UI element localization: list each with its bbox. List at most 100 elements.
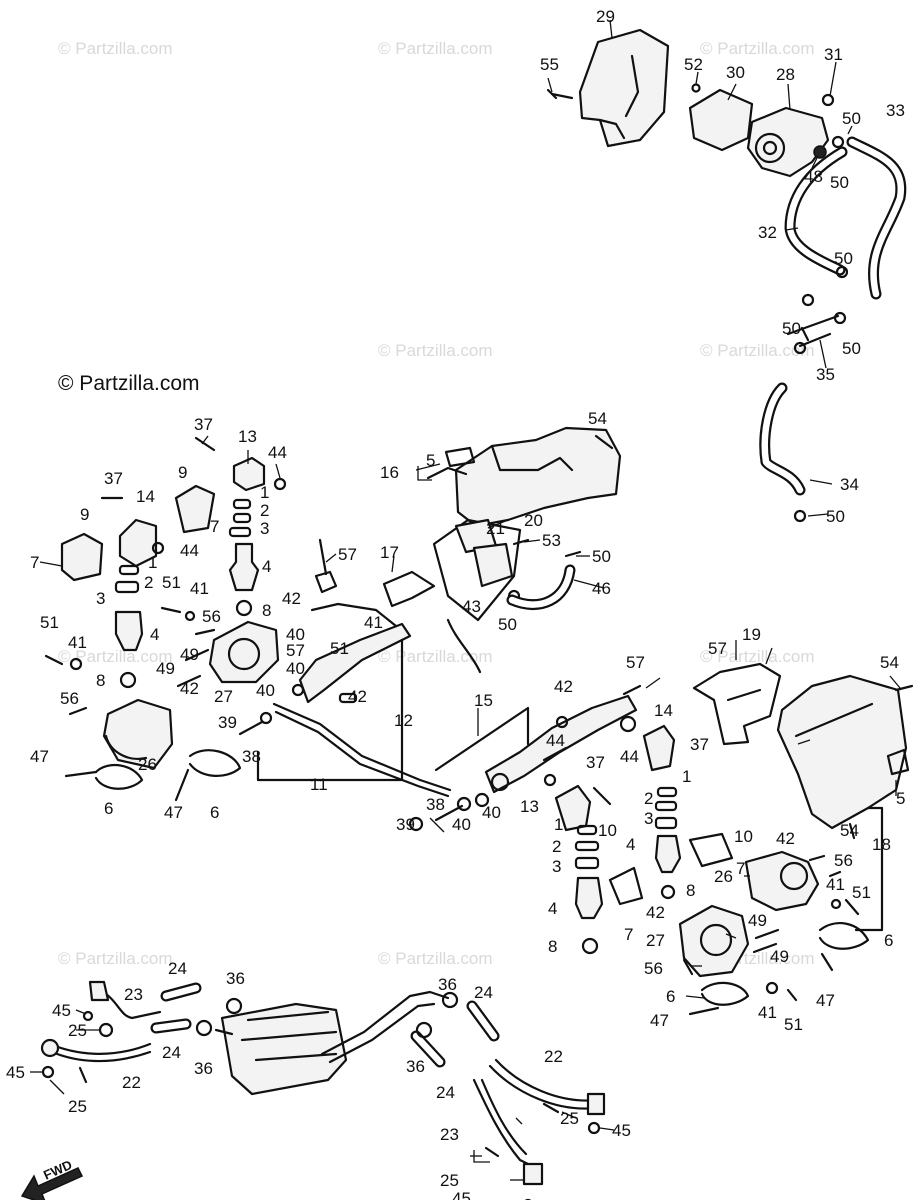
- part-injector-4-upper: [228, 542, 260, 592]
- callout-1: 1: [554, 815, 563, 834]
- callout-7: 7: [736, 859, 745, 878]
- watermark: © Partzilla.com: [700, 341, 815, 360]
- callout-8: 8: [686, 881, 695, 900]
- callout-12: 12: [394, 711, 413, 730]
- callout-5: 5: [896, 789, 905, 808]
- part-injector-4-left: [114, 610, 144, 652]
- part-bolt-38-left: [238, 720, 264, 736]
- callout-34: 34: [840, 475, 859, 494]
- callout-41: 41: [68, 633, 87, 652]
- callout-6: 6: [210, 803, 219, 822]
- callout-23: 23: [440, 1125, 459, 1144]
- part-cover-18: [776, 674, 908, 830]
- bottom-assembly: [40, 980, 606, 1200]
- copyright-label: © Partzilla.com: [58, 372, 200, 395]
- callout-44: 44: [620, 747, 639, 766]
- part-bolt-54-lower: [848, 822, 856, 840]
- callout-37: 37: [690, 735, 709, 754]
- callout-41: 41: [758, 1003, 777, 1022]
- callout-36: 36: [194, 1059, 213, 1078]
- callout-18: 18: [872, 835, 891, 854]
- callout-49: 49: [770, 947, 789, 966]
- callout-3: 3: [260, 519, 269, 538]
- callout-4: 4: [150, 625, 159, 644]
- callout-6: 6: [104, 799, 113, 818]
- callout-labels: 29 55 52 30 28 31 33 50 48 50 32 50 50 5…: [6, 7, 905, 1200]
- callout-27: 27: [646, 931, 665, 950]
- callout-50: 50: [830, 173, 849, 192]
- callout-7: 7: [30, 553, 39, 572]
- callout-3: 3: [96, 589, 105, 608]
- callout-35: 35: [816, 365, 835, 384]
- part-hose-23-right: [472, 1078, 534, 1168]
- callout-23: 23: [124, 985, 143, 1004]
- callout-53: 53: [542, 531, 561, 550]
- callout-9: 9: [80, 505, 89, 524]
- callout-2: 2: [260, 501, 269, 520]
- callout-7: 7: [624, 925, 633, 944]
- callout-6: 6: [884, 931, 893, 950]
- callout-37: 37: [194, 415, 213, 434]
- callout-49: 49: [156, 659, 175, 678]
- callout-8: 8: [262, 601, 271, 620]
- callout-42: 42: [776, 829, 795, 848]
- watermark: © Partzilla.com: [58, 39, 173, 58]
- part-bracket-30: [688, 88, 754, 152]
- callout-42: 42: [282, 589, 301, 608]
- part-bolt-51-mid: [160, 606, 182, 614]
- callout-38: 38: [426, 795, 445, 814]
- callout-45: 45: [52, 1001, 71, 1020]
- watermark: © Partzilla.com: [58, 949, 173, 968]
- callout-51: 51: [852, 883, 871, 902]
- callout-20: 20: [524, 511, 543, 530]
- watermark: © Partzilla.com: [378, 647, 493, 666]
- part-injector-4-right-lower: [574, 876, 604, 920]
- part-cover-29: [578, 28, 670, 148]
- part-clamp-31: [821, 93, 835, 107]
- callout-56: 56: [60, 689, 79, 708]
- callout-40: 40: [482, 803, 501, 822]
- watermark: © Partzilla.com: [378, 341, 493, 360]
- callout-40: 40: [286, 625, 305, 644]
- callout-25: 25: [68, 1021, 87, 1040]
- part-bolt-53: [512, 538, 530, 546]
- part-nut-48: [813, 145, 827, 159]
- callout-54: 54: [880, 653, 899, 672]
- part-fuel-pipe-11: [298, 622, 412, 704]
- part-holder-10-upper: [688, 832, 734, 868]
- callout-41: 41: [190, 579, 209, 598]
- callout-10: 10: [598, 821, 617, 840]
- callout-11: 11: [310, 775, 328, 794]
- part-bolt-51-left: [44, 654, 64, 666]
- callout-42: 42: [554, 677, 573, 696]
- top-right-assembly: [546, 28, 907, 523]
- callout-50: 50: [826, 507, 845, 526]
- callout-3: 3: [644, 809, 653, 828]
- callout-47: 47: [30, 747, 49, 766]
- callout-30: 30: [726, 63, 745, 82]
- callout-36: 36: [226, 969, 245, 988]
- callout-4: 4: [262, 557, 271, 576]
- callout-15: 15: [474, 691, 493, 710]
- callout-41: 41: [826, 875, 845, 894]
- callout-42: 42: [348, 687, 367, 706]
- callout-32: 32: [758, 223, 777, 242]
- callout-57: 57: [338, 545, 357, 564]
- callout-50: 50: [834, 249, 853, 268]
- leader-lines: [30, 19, 901, 1181]
- part-bolt-38-right: [434, 804, 464, 822]
- callout-56: 56: [834, 851, 853, 870]
- part-manifold-27-left: [208, 620, 280, 684]
- callout-13: 13: [520, 797, 539, 816]
- part-bolt-37-top: [194, 436, 216, 452]
- part-holder-13: [232, 456, 266, 492]
- callout-1: 1: [148, 553, 157, 572]
- part-injector-4-right-upper: [654, 834, 682, 874]
- part-bracket-5-right: [886, 748, 910, 776]
- upper-center-assembly: [314, 426, 622, 674]
- part-clamp-6-upper-right: [818, 922, 870, 950]
- callout-19: 19: [742, 625, 761, 644]
- callout-25: 25: [68, 1097, 87, 1116]
- callout-22: 22: [544, 1047, 563, 1066]
- right-assembly: [678, 662, 914, 1016]
